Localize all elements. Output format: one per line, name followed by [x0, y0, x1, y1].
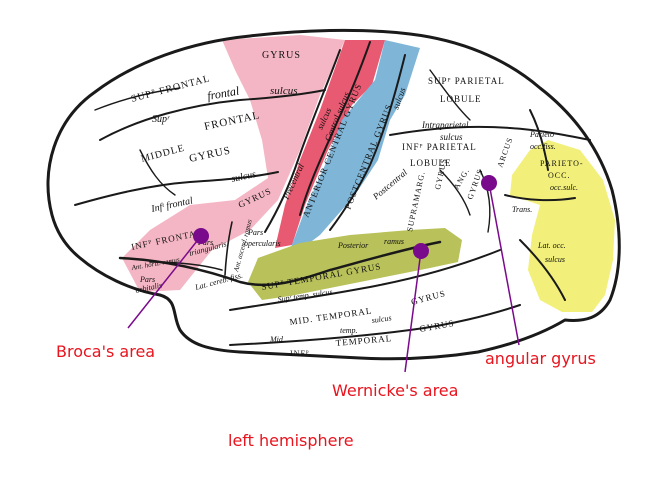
label-supr-frontal-gyrus: SUPᴾ FRONTAL	[130, 73, 212, 105]
label-mid-temp-sulcus-c: sulcus	[371, 313, 392, 325]
label-posterior-ramus-a: Posterior	[337, 241, 369, 250]
angular-marker	[481, 175, 497, 191]
colored-regions	[122, 35, 615, 312]
label-posterior-ramus-b: ramus	[384, 237, 404, 246]
label-intraparietal-a: Intraparietal	[421, 120, 469, 130]
label-inf-temporal-gyrus-b: TEMPORAL	[335, 333, 392, 348]
inferior-frontal-sulcus	[74, 171, 279, 206]
central-sulcus	[299, 41, 371, 216]
middle-temporal-sulcus	[229, 304, 521, 346]
frontal-pink-region	[122, 35, 345, 292]
callout-pointers	[127, 175, 520, 373]
occipital-yellow-region	[510, 140, 615, 312]
brain-outline	[46, 28, 621, 361]
superior-frontal-sulcus	[99, 89, 326, 141]
label-lat-occ-b: sulcus	[545, 255, 565, 264]
gyral-detail-2	[439, 169, 471, 216]
gyral-detail-4	[139, 149, 176, 196]
precentral-sulcus	[264, 49, 341, 233]
label-parieto-occ-fiss-a: Parieto	[529, 130, 554, 139]
broca-callout: Broca's area	[56, 342, 155, 361]
lateral-occipital-sulcus	[519, 239, 566, 301]
broca-marker	[193, 228, 209, 244]
wernicke-callout: Wernicke's area	[332, 381, 458, 400]
label-supr-frontal-sulcus-b: frontal	[206, 83, 241, 102]
broca-pointer-line	[127, 235, 202, 329]
label-pars-orbitalis-a: Pars	[139, 275, 155, 284]
label-arcus: ARCUS	[495, 136, 514, 169]
lateral-fissure	[118, 240, 442, 287]
ascending-ramus	[224, 221, 233, 276]
wernicke-marker	[413, 243, 429, 259]
label-postcentral-lower: Postcentral	[370, 167, 409, 202]
label-parieto-occ-b: OCC.	[548, 171, 570, 180]
label-parieto-occ-a: PARIETO-	[540, 159, 584, 168]
label-intraparietal-b: sulcus	[440, 132, 463, 142]
horizontal-ramus	[149, 261, 223, 271]
label-inf-temporal-gyrus-c: GYRUS	[419, 318, 456, 334]
label-trans-occ-sulc-b: occ.sulc.	[550, 183, 578, 192]
label-pars-opercularis-a: Pars	[247, 228, 263, 237]
gyral-detail-1	[429, 69, 471, 121]
label-pars-opercularis-b: opercularis	[244, 239, 281, 248]
label-inf-temporal-gyrus-a: INFᴾ	[290, 349, 310, 358]
label-trans-occ-sulc: Trans.	[512, 205, 532, 214]
label-mid-temp-sulcus-a: Mid	[269, 335, 284, 344]
label-inf-parietal-a: INFᴾ PARIETAL	[402, 142, 477, 152]
label-middle-frontal-a: MIDDLE	[140, 143, 186, 165]
label-supr-parietal-a: SUPᴾ PARIETAL	[428, 76, 505, 86]
motor-strip-region	[275, 40, 385, 248]
label-lat-occ-a: Lat. occ.	[537, 241, 566, 250]
label-middle-frontal-c: GYRUS	[188, 144, 232, 165]
superior-temporal-sulcus	[229, 249, 501, 311]
gyral-detail-5	[94, 87, 181, 111]
callout-labels: Broca's area Wernicke's area angular gyr…	[56, 342, 596, 450]
label-inf-frontal-sulcus-b: sulcus	[230, 169, 257, 185]
angular-gyrus-callout: angular gyrus	[485, 349, 596, 368]
label-middle-frontal-b: FRONTAL	[203, 109, 261, 133]
transverse-occipital-sulcus	[504, 194, 576, 202]
gyral-detail-3	[479, 169, 491, 233]
label-parieto-occ-fiss-b: occ.fiss.	[530, 142, 556, 151]
intraparietal-sulcus	[389, 125, 591, 141]
label-supr-frontal-sulcus-a: Supʳ	[152, 114, 170, 125]
label-mid-temporal-gyrus-a: MID. TEMPORAL	[289, 305, 373, 327]
sensory-strip-region	[290, 40, 420, 250]
anatomical-labels: SUPᴾ FRONTAL GYRUS Supʳ frontal sulcus M…	[130, 50, 584, 358]
postcentral-sulcus	[329, 54, 406, 231]
label-mid-temp-sulcus-b: temp.	[340, 326, 358, 335]
angular-pointer-line	[488, 182, 520, 346]
label-gyrus-top: GYRUS	[262, 50, 301, 61]
label-inf-parietal-b: LOBULE	[410, 158, 452, 168]
wernicke-pointer-line	[404, 250, 422, 373]
parieto-occipital-fissure	[529, 109, 549, 171]
left-hemisphere-caption: left hemisphere	[228, 431, 354, 450]
label-supr-parietal-b: LOBULE	[440, 94, 482, 104]
label-supramarg-a: SUPRAMARG.	[405, 170, 427, 232]
cortex-outline	[46, 28, 621, 361]
label-supr-frontal-sulcus-c: sulcus	[270, 85, 298, 97]
